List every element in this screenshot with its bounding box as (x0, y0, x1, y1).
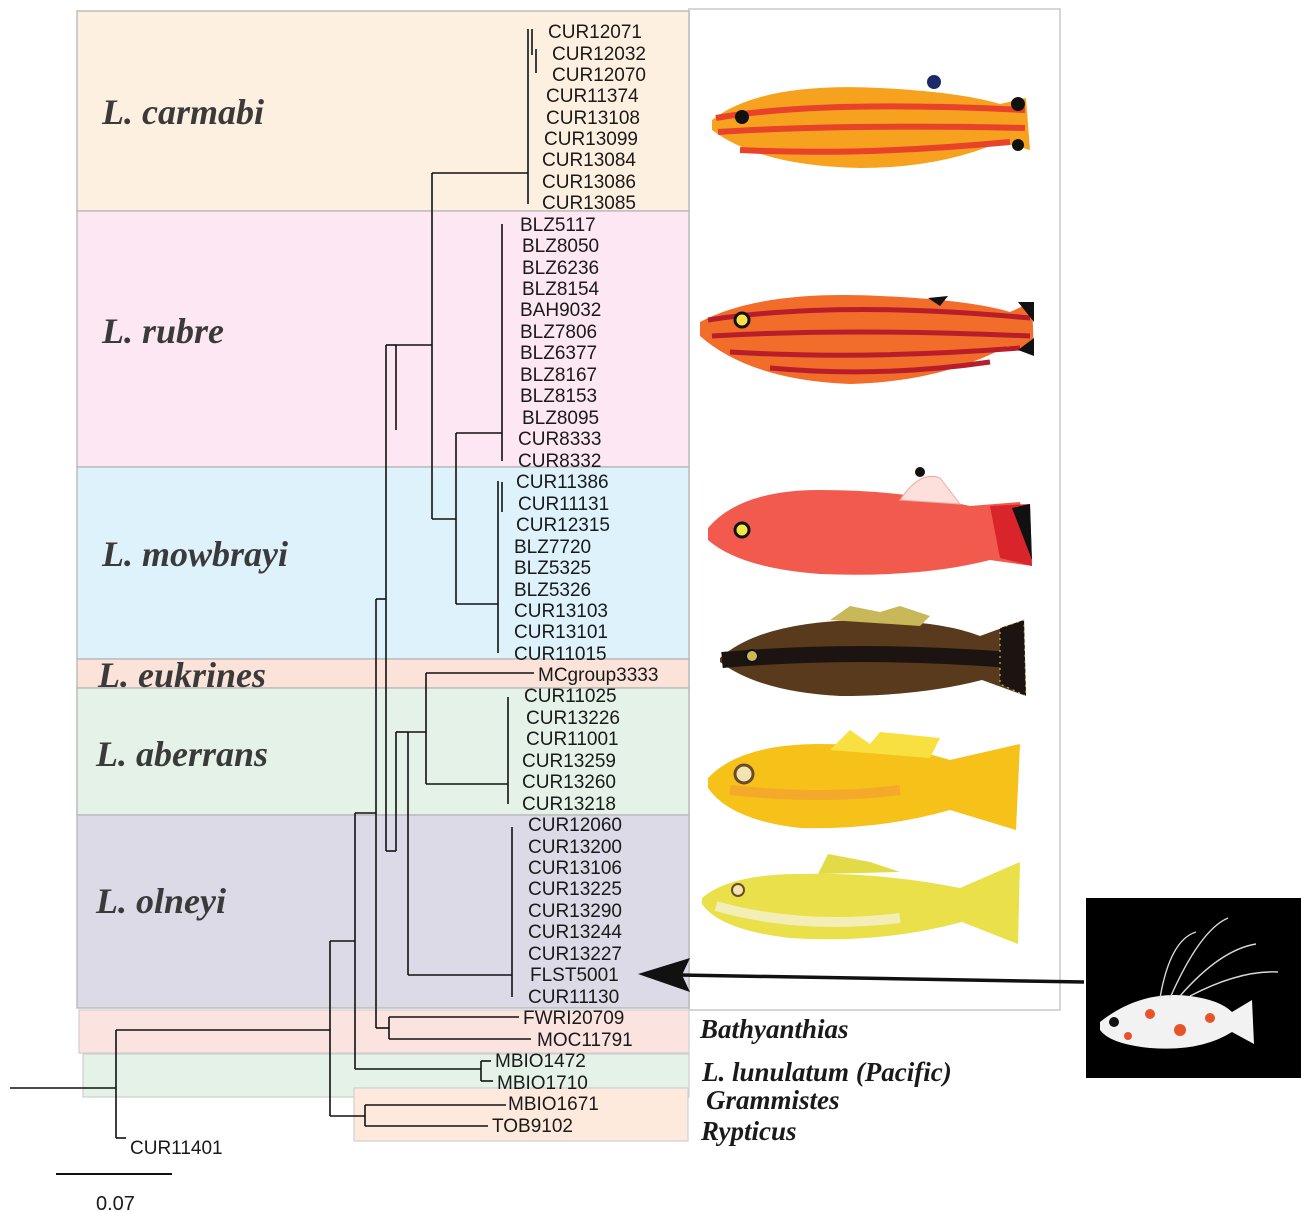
tip-label: CUR13226 (526, 708, 620, 729)
tip-label: CUR11374 (546, 86, 639, 107)
clade-label-rubre: L. rubre (101, 311, 224, 351)
tip-label: CUR11001 (526, 729, 619, 750)
clade-label-olneyi: L. olneyi (95, 881, 226, 921)
tip-label: BLZ5325 (514, 558, 591, 579)
tip-label: FLST5001 (530, 965, 619, 986)
tip-label: CUR13225 (528, 879, 622, 900)
tip-label: BLZ5117 (520, 215, 596, 236)
clade-label-mowbrayi: L. mowbrayi (101, 534, 288, 574)
tip-label: CUR13085 (542, 193, 636, 214)
tip-label: BLZ8095 (522, 408, 599, 429)
tip-label: CUR13103 (514, 601, 608, 622)
tip-label: CUR13259 (522, 751, 616, 772)
tip-label: CUR11025 (524, 686, 617, 707)
tip-label: FWRI20709 (523, 1008, 624, 1029)
tip-label: CUR13290 (528, 901, 622, 922)
tip-label: BLZ7806 (520, 322, 597, 343)
outgroup-label-bathyanthias: Bathyanthias (699, 1014, 849, 1044)
scale-bar-label: 0.07 (96, 1193, 135, 1212)
outgroup-label-lunulatum: L. lunulatum (Pacific) (701, 1057, 952, 1087)
tip-label: CUR11130 (528, 987, 619, 1008)
tip-label: CUR13227 (528, 944, 622, 965)
tip-label: CUR13086 (542, 172, 636, 193)
outgroup-label-rypticus: Rypticus (700, 1116, 797, 1146)
tip-label: BLZ6236 (522, 258, 599, 279)
clade-label-carmabi: L. carmabi (101, 92, 264, 132)
tip-label: CUR13099 (544, 129, 638, 150)
tip-label: TOB9102 (492, 1116, 573, 1137)
outgroup-label-grammistes: Grammistes (706, 1085, 840, 1115)
tip-label: CUR13101 (514, 622, 608, 643)
tip-label: BLZ5326 (514, 580, 591, 601)
tip-label: CUR11131 (518, 494, 609, 515)
tip-label: BLZ8153 (520, 386, 597, 407)
tip-label: CUR12315 (516, 515, 610, 536)
tip-label: MBIO1710 (497, 1073, 588, 1094)
tip-label: CUR13260 (522, 772, 616, 793)
tip-label: CUR12070 (552, 65, 646, 86)
tip-label: BLZ6377 (520, 343, 597, 364)
tip-label: CUR13200 (528, 837, 622, 858)
scale-bar: 0.07 (56, 1174, 172, 1212)
tip-label: CUR8333 (518, 429, 601, 450)
tip-label: BLZ8167 (520, 365, 597, 386)
tip-label: CUR13108 (546, 108, 640, 129)
tip-label: MBIO1671 (508, 1094, 599, 1115)
tip-label: MCgroup3333 (538, 665, 658, 686)
tip-label: BAH9032 (520, 300, 601, 321)
tip-label: CUR12060 (528, 815, 622, 836)
tip-label: CUR13244 (528, 922, 622, 943)
tip-label: CUR13218 (522, 794, 616, 815)
tip-label: CUR11386 (516, 472, 609, 493)
tip-label: CUR13106 (528, 858, 622, 879)
clade-label-eukrines: L. eukrines (97, 655, 266, 695)
tip-label: BLZ7720 (514, 537, 591, 558)
tip-label: BLZ8154 (522, 279, 600, 300)
tip-label: MBIO1472 (495, 1051, 586, 1072)
tip-label: CUR8332 (518, 451, 601, 472)
clade-label-aberrans: L. aberrans (95, 734, 268, 774)
larva-photo (1086, 898, 1301, 1078)
tip-label: BLZ8050 (522, 236, 599, 257)
tip-label: CUR11015 (514, 644, 607, 665)
outgroup-labels: Bathyanthias L. lunulatum (Pacific) Gram… (699, 1014, 952, 1146)
tip-label: CUR13084 (542, 150, 636, 171)
tip-label: CUR12032 (552, 44, 646, 65)
tip-label: MOC11791 (537, 1030, 633, 1051)
tip-label: CUR11401 (130, 1138, 223, 1159)
tip-label: CUR12071 (548, 22, 642, 43)
